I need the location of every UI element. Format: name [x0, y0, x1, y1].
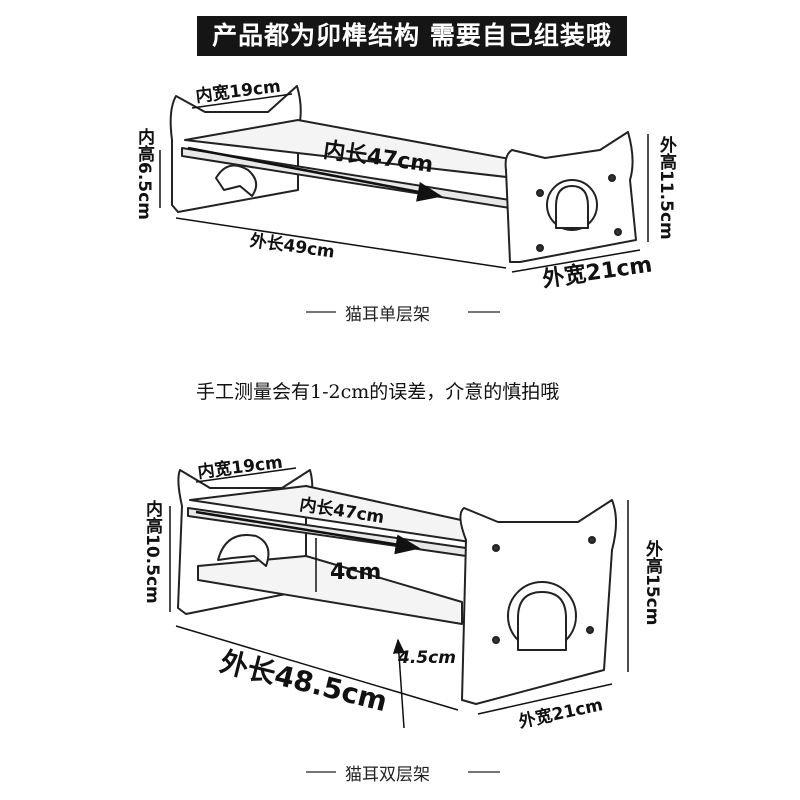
header-banner: 产品都为卯榫结构 需要自己组装哦 [197, 16, 627, 56]
double-shelf-caption: 猫耳双层架 [345, 765, 430, 785]
measurement-note: 手工测量会有1-2cm的误差，介意的慎拍哦 [196, 381, 560, 403]
double-bottom-gap-label: 4.5cm [398, 648, 456, 668]
double-outer-height-label: 外高15cm [642, 540, 662, 626]
single-inner-height-label: 内高6.5cm [134, 128, 154, 220]
single-shelf-caption: 猫耳单层架 [345, 305, 430, 325]
double-inner-height-label: 内高10.5cm [142, 500, 162, 604]
single-outer-height-label: 外高11.5cm [656, 136, 676, 240]
double-layer-gap-label: 4cm [330, 560, 382, 585]
double-bottom-board [197, 555, 463, 625]
